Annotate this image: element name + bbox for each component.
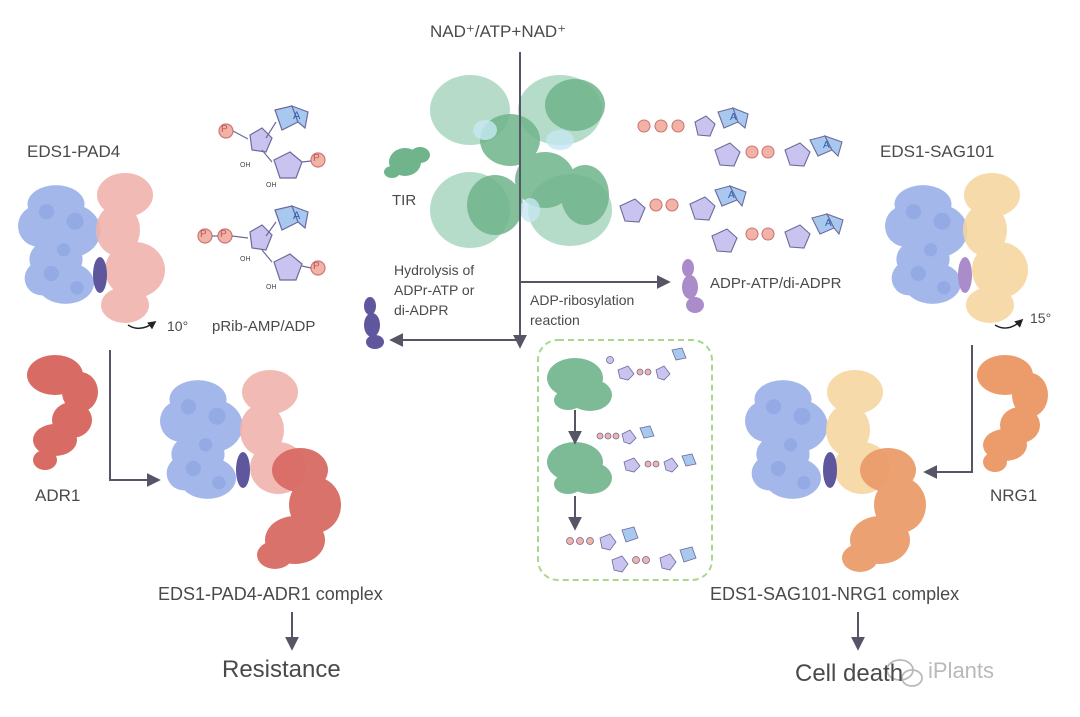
left-angle-label: 10°	[167, 318, 189, 334]
nrg1-protein	[977, 355, 1048, 472]
tir-small-icon	[384, 147, 430, 178]
right-product-label: ADPr-ATP/di-ADPR	[710, 275, 842, 292]
ribosylation-label-line1: ADP-ribosylation	[530, 292, 635, 308]
rotation-arrow-right	[994, 318, 1024, 329]
hydroxyl-label-1: OH	[240, 162, 251, 169]
ribosylation-mini-molecules	[566, 347, 697, 573]
ribosylation-tir-1	[547, 358, 612, 411]
ribosylation-label-line2: reaction	[530, 312, 580, 328]
di-adpr-molecule	[619, 184, 844, 253]
adenine-letter: A	[293, 110, 301, 122]
arrow-right-to-complex	[923, 345, 973, 479]
tir-tetramer	[430, 75, 612, 248]
right-angle-label: 15°	[1030, 310, 1052, 326]
eds1-sag101-protein	[885, 173, 1028, 323]
right-complex-label: EDS1-SAG101	[880, 142, 995, 161]
phosphate-letter-5: P	[313, 261, 320, 272]
hydroxyl-label-3: OH	[240, 256, 251, 263]
adpr-atp-molecule	[637, 107, 843, 167]
adenine-letter-2: A	[293, 210, 301, 222]
adr1-protein	[27, 355, 98, 470]
phosphate-letter-2: P	[313, 153, 320, 164]
hydroxyl-label-2: OH	[266, 182, 277, 189]
left-outcome-label: Resistance	[222, 656, 341, 683]
top-label: NAD⁺/ATP+NAD⁺	[430, 22, 567, 41]
adenine-letter-4: A	[823, 140, 830, 151]
hydrolysed-ligand	[364, 297, 384, 349]
right-outcome-label: Cell death	[795, 660, 904, 687]
adenine-letter-3: A	[730, 112, 737, 123]
left-product-label: pRib-AMP/ADP	[212, 318, 316, 335]
wechat-icon	[886, 659, 923, 687]
prib-adp-molecule	[197, 204, 326, 281]
eds1-pad4-adr1-complex	[160, 370, 341, 569]
hydroxyl-label-4: OH	[266, 284, 277, 291]
hydrolysis-label-line1: Hydrolysis of	[394, 262, 475, 278]
prib-amp-molecule	[218, 104, 326, 179]
adenine-letter-6: A	[825, 218, 832, 229]
right-result-complex-label: EDS1-SAG101-NRG1 complex	[710, 584, 960, 604]
adenine-letter-5: A	[728, 190, 735, 201]
tir-label: TIR	[392, 192, 417, 209]
phosphate-letter-4: P	[220, 229, 227, 240]
arrow-left-to-complex	[109, 350, 161, 487]
left-complex-label: EDS1-PAD4	[27, 142, 121, 161]
eds1-sag101-nrg1-complex	[745, 370, 926, 572]
phosphate-letter: P	[221, 124, 228, 135]
adr1-label: ADR1	[35, 486, 81, 505]
eds1-pad4-protein	[18, 173, 165, 323]
adpr-atp-ligand	[682, 259, 704, 313]
nrg1-label: NRG1	[990, 486, 1038, 505]
rotation-arrow-left	[127, 321, 157, 330]
watermark-text: iPlants	[928, 658, 995, 683]
hydrolysis-label-line3: di-ADPR	[394, 302, 449, 318]
hydrolysis-label-line2: ADPr-ATP or	[394, 282, 475, 298]
ribosylation-box	[537, 339, 713, 581]
left-result-complex-label: EDS1-PAD4-ADR1 complex	[158, 584, 383, 604]
phosphate-letter-3: P	[200, 229, 207, 240]
ribosylation-tir-2	[547, 442, 612, 494]
